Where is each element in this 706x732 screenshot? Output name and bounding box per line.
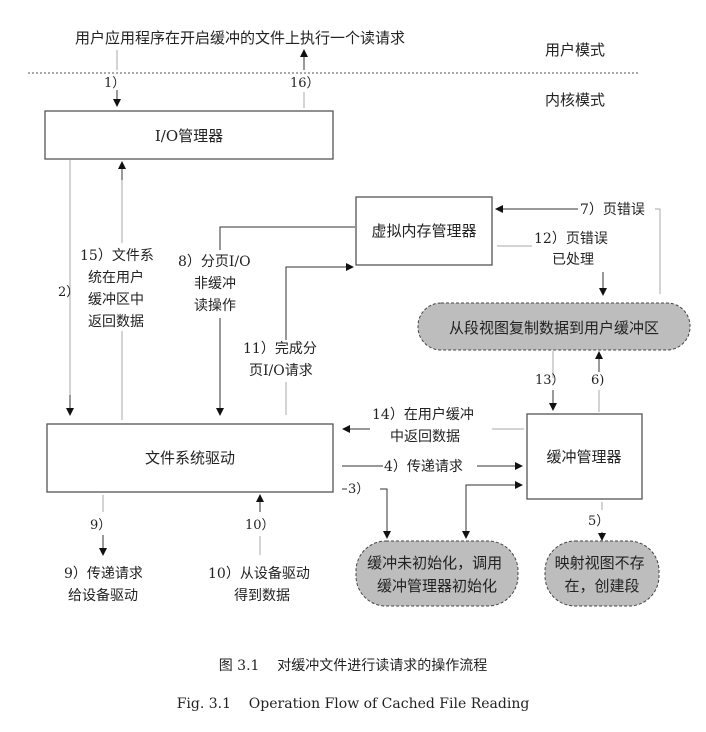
step10-label: 10） xyxy=(245,518,275,533)
create-section-label: 映射视图不存 在，创建段 xyxy=(555,554,650,595)
io-manager-label: I/O管理器 xyxy=(155,127,223,145)
file-system-driver-label: 文件系统驱动 xyxy=(145,449,235,467)
step5-label: 5） xyxy=(588,514,609,529)
step7-label: 7）页错误 xyxy=(580,202,645,218)
step11-label: 11）完成分 页I/O请求 xyxy=(243,341,321,379)
step13-label: 13） xyxy=(535,373,565,388)
copy-view-label: 从段视图复制数据到用户缓冲区 xyxy=(449,319,659,337)
file-system-driver-box xyxy=(46,423,334,493)
arrow-step8-top xyxy=(219,226,355,250)
step16-label: 16） xyxy=(290,76,320,91)
cache-manager-box xyxy=(526,413,643,500)
step2-label: 2） xyxy=(58,285,79,300)
figure-caption-cn: 图 3.1 对缓冲文件进行读请求的操作流程 xyxy=(219,657,488,674)
step1-label: 1） xyxy=(104,76,125,91)
step8-label: 8）分页I/O 非缓冲 读操作 xyxy=(178,254,255,314)
arrow-init-to-cache-manager xyxy=(465,481,523,538)
figure-caption-en: Fig. 3.1 Operation Flow of Cached File R… xyxy=(177,696,530,712)
user-mode-label: 用户模式 xyxy=(545,41,605,59)
kernel-mode-label: 内核模式 xyxy=(545,91,605,109)
cache-init-label: 缓冲未初始化，调用 缓冲管理器初始化 xyxy=(367,554,507,595)
arrow-step11 xyxy=(285,263,354,340)
step9-label: 9） xyxy=(90,518,111,533)
arrow-step3 xyxy=(380,488,391,539)
step14-label: 14）在用户缓冲 中返回数据 xyxy=(372,406,478,445)
virtual-memory-manager-label: 虚拟内存管理器 xyxy=(371,222,476,240)
virtual-memory-manager-box xyxy=(355,196,493,266)
cache-manager-label: 缓冲管理器 xyxy=(546,448,621,466)
copy-view-node xyxy=(417,302,691,351)
cache-init-node xyxy=(355,540,519,607)
step9-text: 9）传递请求 给设备驱动 xyxy=(64,566,147,604)
step10-text: 10）从设备驱动 得到数据 xyxy=(208,565,314,604)
create-section-node xyxy=(544,540,660,607)
io-manager-box xyxy=(44,110,334,160)
step4-label: 4）传递请求 xyxy=(384,459,463,475)
arrow-step7-right xyxy=(655,208,661,294)
step3-label: 3） xyxy=(348,482,369,497)
top-request-text: 用户应用程序在开启缓冲的文件上执行一个读请求 xyxy=(75,29,405,47)
step15-label: 15）文件系 统在用户 缓冲区中 返回数据 xyxy=(80,248,158,330)
step12-label: 12）页错误 已处理 xyxy=(534,231,612,268)
step6-label: 6) xyxy=(591,373,604,388)
